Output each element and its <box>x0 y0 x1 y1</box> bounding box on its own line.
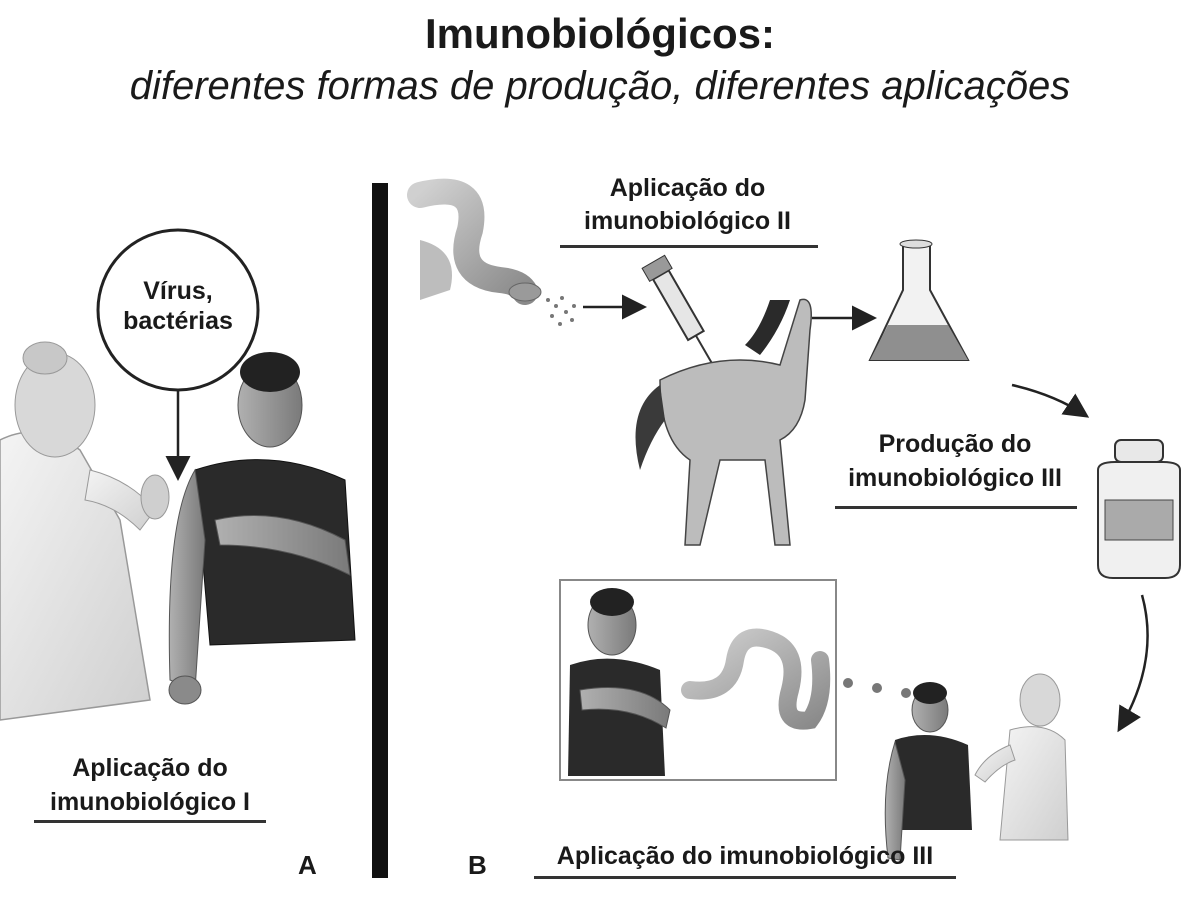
syringe-icon <box>641 254 715 367</box>
caption-application-i-underline <box>34 820 266 823</box>
snake-icon <box>407 178 542 305</box>
patient-figure <box>168 352 356 705</box>
panel-divider <box>372 183 388 878</box>
venom-spray-icon <box>546 296 576 326</box>
caption-production-iii-line2: imunobiológico III <box>848 464 1062 492</box>
caption-production-iii-line1: Produção do <box>878 430 1032 458</box>
caption-application-ii-underline <box>560 245 818 248</box>
caption-application-i-line1: Aplicação do <box>72 754 228 782</box>
title-subtitle: diferentes formas de produção, diferente… <box>129 64 1071 108</box>
nurse-figure <box>0 341 170 721</box>
vial-icon <box>1097 439 1181 579</box>
bubble-text-line2: bactérias <box>123 307 233 335</box>
application-iii-figures <box>884 673 1069 861</box>
arrow-vial-to-application <box>1117 594 1149 733</box>
caption-application-iii-underline <box>534 876 956 879</box>
caption-application-ii-line2: imunobiológico II <box>584 207 791 235</box>
panel-letter-b: B <box>468 850 487 880</box>
title-main: Imunobiológicos: <box>425 10 775 57</box>
caption-application-ii-line1: Aplicação do <box>609 174 766 202</box>
caption-production-iii-underline <box>835 506 1077 509</box>
panel-letter-a: A <box>298 850 317 880</box>
ellipsis-dots <box>843 678 911 698</box>
arrow-flask-to-vial <box>1011 383 1090 418</box>
snakebite-inset <box>559 579 837 781</box>
caption-application-iii: Aplicação do imunobiológico III <box>556 842 934 870</box>
flask-icon <box>868 239 970 361</box>
bubble-text-line1: Vírus, <box>143 277 213 305</box>
horse-figure <box>635 298 812 546</box>
caption-application-i-line2: imunobiológico I <box>50 788 250 816</box>
